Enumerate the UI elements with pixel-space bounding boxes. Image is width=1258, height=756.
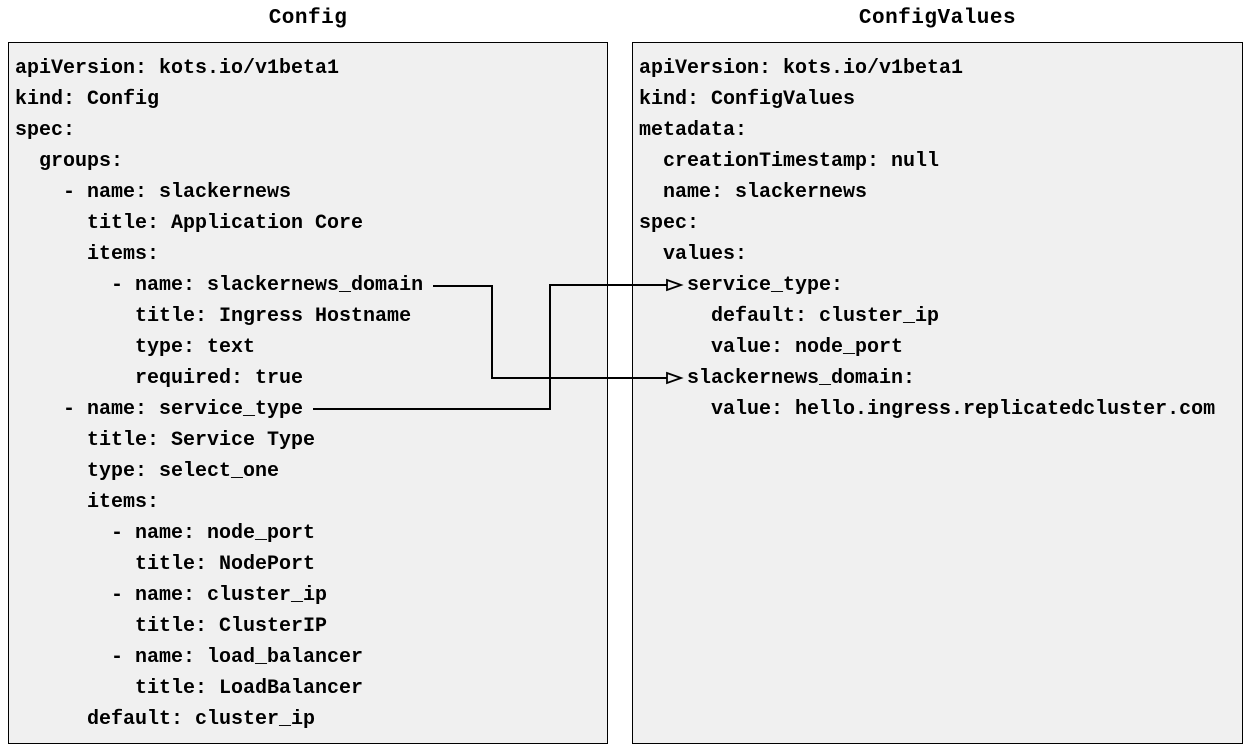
configvalues-panel: apiVersion: kots.io/v1beta1 kind: Config…: [632, 42, 1243, 744]
configvalues-yaml-code: apiVersion: kots.io/v1beta1 kind: Config…: [639, 57, 1216, 421]
configvalues-panel-title: ConfigValues: [858, 7, 1017, 30]
config-yaml-code: apiVersion: kots.io/v1beta1 kind: Config…: [15, 57, 424, 731]
config-panel: apiVersion: kots.io/v1beta1 kind: Config…: [8, 42, 608, 744]
config-panel-title: Config: [268, 7, 348, 30]
